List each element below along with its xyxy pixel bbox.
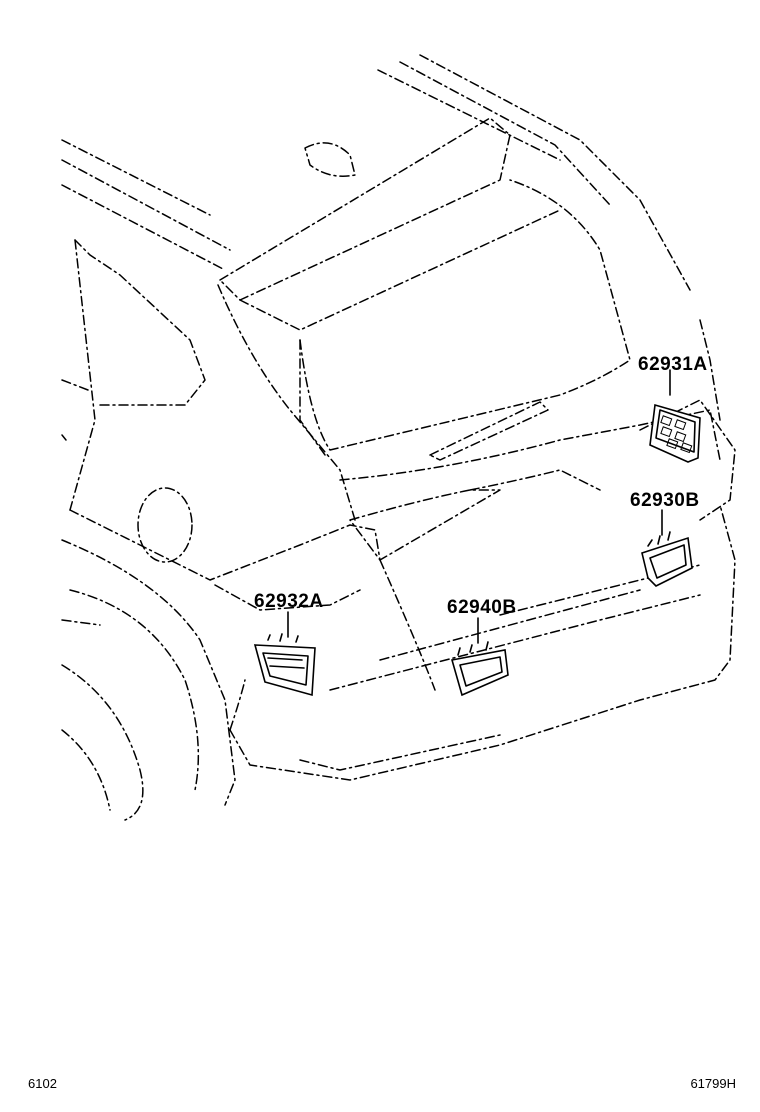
vehicle-outline [61, 54, 736, 821]
part-62940b [450, 617, 509, 697]
callout-label-62930b: 62930B [630, 490, 700, 511]
footer-code-left: 6102 [28, 1076, 57, 1091]
part-62931a [649, 369, 701, 463]
footer-code-right: 61799H [690, 1076, 736, 1091]
part-62930b [641, 509, 693, 587]
part-62932a [253, 611, 316, 697]
callout-label-62932a: 62932A [254, 591, 324, 612]
callout-label-62931a: 62931A [638, 354, 708, 375]
callout-label-62940b: 62940B [447, 597, 517, 618]
